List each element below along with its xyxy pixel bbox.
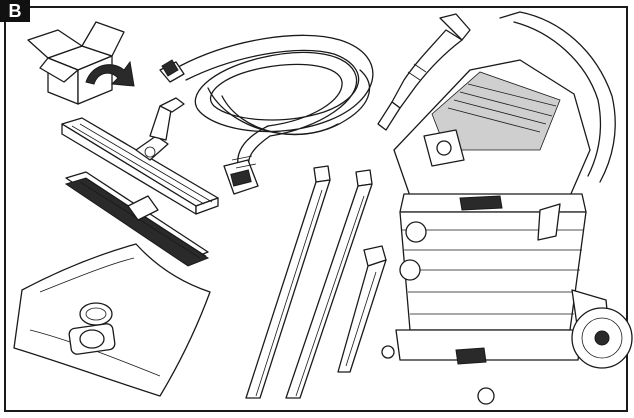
dust-bag	[13, 243, 211, 397]
brush-nozzle	[64, 171, 210, 267]
curved-handle	[377, 13, 471, 131]
suction-hose	[159, 34, 374, 195]
floor-nozzle	[61, 97, 219, 215]
figure-label: B	[0, 0, 30, 22]
open-box-with-arrow-icon	[27, 21, 135, 105]
vacuum-cleaner	[381, 11, 633, 405]
extension-tubes	[245, 165, 373, 399]
crevice-tool	[337, 245, 387, 373]
